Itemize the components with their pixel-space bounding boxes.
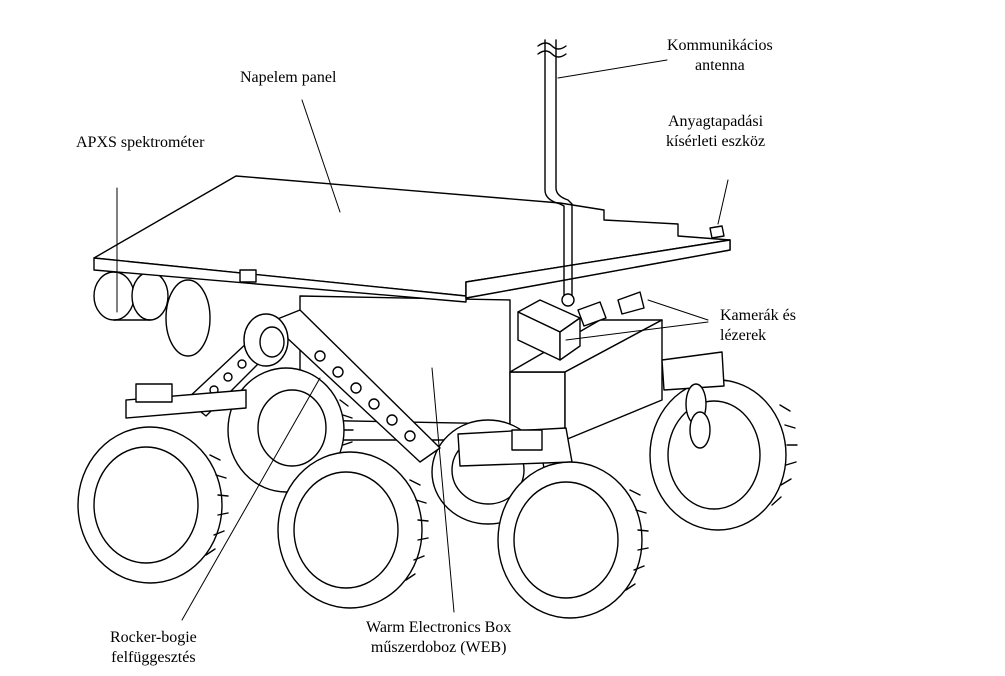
antenna-mast: [537, 39, 575, 307]
wheel-front-left: [77, 426, 229, 584]
label-rocker-bogie-line-2: felfüggesztés: [111, 649, 196, 666]
wheel-front-right: [497, 461, 649, 619]
wheel-back-left: [227, 367, 354, 493]
wheel-back-right: [649, 379, 798, 531]
leader-web: [431, 367, 455, 613]
label-rocker-bogie: Rocker-bogie felfüggesztés: [110, 628, 197, 668]
label-apxs-line-1: APXS spektrométer: [76, 134, 205, 151]
label-cameras-line-2: lézerek: [720, 327, 767, 344]
leader-cameras-2: [565, 321, 709, 341]
leader-cameras-1: [647, 299, 709, 321]
label-cameras: Kamerák és lézerek: [720, 306, 796, 346]
apxs-spectrometer: [93, 271, 211, 357]
label-web-line-1: Warm Electronics Box: [366, 619, 512, 636]
solar-panel: [93, 175, 731, 303]
wheel-front-middle: [277, 451, 429, 609]
label-adhesion-line-1: Anyagtapadási: [668, 113, 764, 130]
label-adhesion-experiment: Anyagtapadási kísérleti eszköz: [666, 112, 765, 152]
leader-lines: [116, 59, 729, 621]
label-web: Warm Electronics Box műszerdoboz (WEB): [366, 618, 511, 658]
label-solar-panel-line-1: Napelem panel: [240, 69, 337, 86]
leader-rocker-bogie: [181, 377, 321, 621]
label-solar-panel: Napelem panel: [240, 68, 336, 88]
label-apxs: APXS spektrométer: [76, 133, 204, 153]
leader-solar-panel: [301, 99, 341, 213]
label-antenna: Kommunikácios antenna: [667, 36, 773, 76]
label-antenna-line-1: Kommunikácios: [667, 37, 773, 54]
label-web-line-2: műszerdoboz (WEB): [370, 639, 507, 656]
label-cameras-line-1: Kamerák és: [720, 307, 796, 324]
rocker-bogie: [125, 309, 725, 467]
warm-electronics-box: [299, 295, 663, 441]
label-rocker-bogie-line-1: Rocker-bogie: [110, 629, 197, 646]
leader-adhesion: [717, 179, 729, 225]
label-antenna-line-2: antenna: [695, 57, 745, 74]
leader-antenna: [557, 59, 668, 79]
label-adhesion-line-2: kísérleti eszköz: [666, 133, 766, 150]
